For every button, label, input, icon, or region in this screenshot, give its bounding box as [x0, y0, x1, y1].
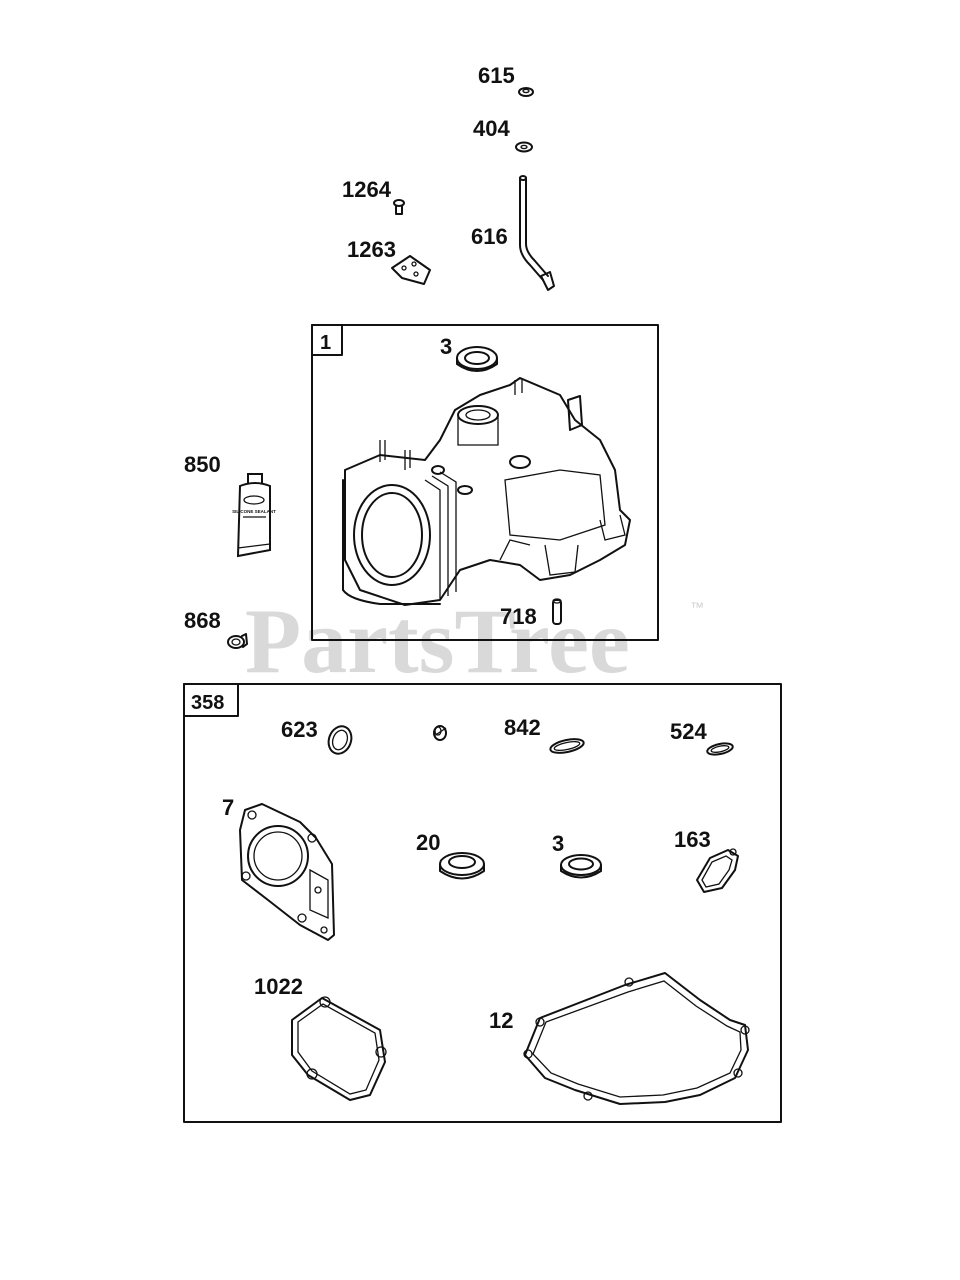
part-label-163: 163 — [674, 827, 711, 852]
gasket-kit-box-label-frame — [183, 683, 239, 717]
part-842-o-ring-icon[interactable] — [549, 737, 585, 756]
part-label-868: 868 — [184, 608, 221, 633]
part-616-link-rod-icon[interactable] — [519, 175, 555, 291]
part-label-842: 842 — [504, 715, 541, 740]
part-615-nut-icon[interactable] — [518, 87, 534, 97]
part-718-dowel-pin-icon[interactable] — [552, 598, 562, 625]
part-7-head-gasket-icon[interactable] — [239, 803, 335, 941]
gasket-kit-box — [183, 683, 782, 1123]
spring-clip-icon — [433, 725, 447, 741]
part-404-washer-icon[interactable] — [515, 141, 533, 153]
cylinder-box — [311, 324, 659, 641]
part-label-3-kit: 3 — [552, 831, 564, 856]
part-label-404: 404 — [473, 116, 510, 141]
part-label-3: 3 — [440, 334, 452, 359]
part-20-oil-seal-icon[interactable] — [439, 852, 485, 880]
part-label-1022: 1022 — [254, 974, 303, 999]
part-label-1263: 1263 — [347, 237, 396, 262]
part-850-sealant-tube-icon[interactable]: SILICONE SEALANT — [232, 473, 276, 558]
part-12-sump-gasket-icon[interactable] — [523, 972, 750, 1105]
part-3-oil-seal-icon[interactable] — [456, 346, 498, 372]
part-1264-screw-icon[interactable] — [393, 199, 405, 215]
part-163-gasket-icon[interactable] — [696, 848, 739, 893]
part-868-plug-icon[interactable] — [227, 633, 248, 649]
part-label-850: 850 — [184, 452, 221, 477]
gasket-kit-box-label: 358 — [191, 692, 224, 714]
part-1263-plate-icon[interactable] — [391, 255, 431, 285]
cylinder-box-label: 1 — [320, 332, 331, 354]
part-label-623: 623 — [281, 717, 318, 742]
part-label-1264: 1264 — [342, 177, 392, 202]
part-3-kit-oil-seal-icon[interactable] — [560, 854, 602, 879]
sealant-tube-label: SILICONE SEALANT — [232, 509, 276, 514]
part-524-o-ring-icon[interactable] — [706, 741, 734, 756]
part-623-o-ring-icon[interactable] — [325, 723, 355, 757]
part-label-20: 20 — [416, 830, 440, 855]
part-label-615: 615 — [478, 63, 515, 88]
cylinder-box-label-frame — [311, 324, 343, 356]
watermark-trademark: ™ — [690, 599, 704, 615]
part-label-12: 12 — [489, 1008, 513, 1033]
part-label-718: 718 — [500, 604, 537, 629]
part-1022-gasket-icon[interactable] — [291, 996, 387, 1101]
part-label-7: 7 — [222, 795, 234, 820]
part-label-524: 524 — [670, 719, 707, 744]
cylinder-block-drawing — [342, 377, 631, 606]
part-label-616: 616 — [471, 224, 508, 249]
